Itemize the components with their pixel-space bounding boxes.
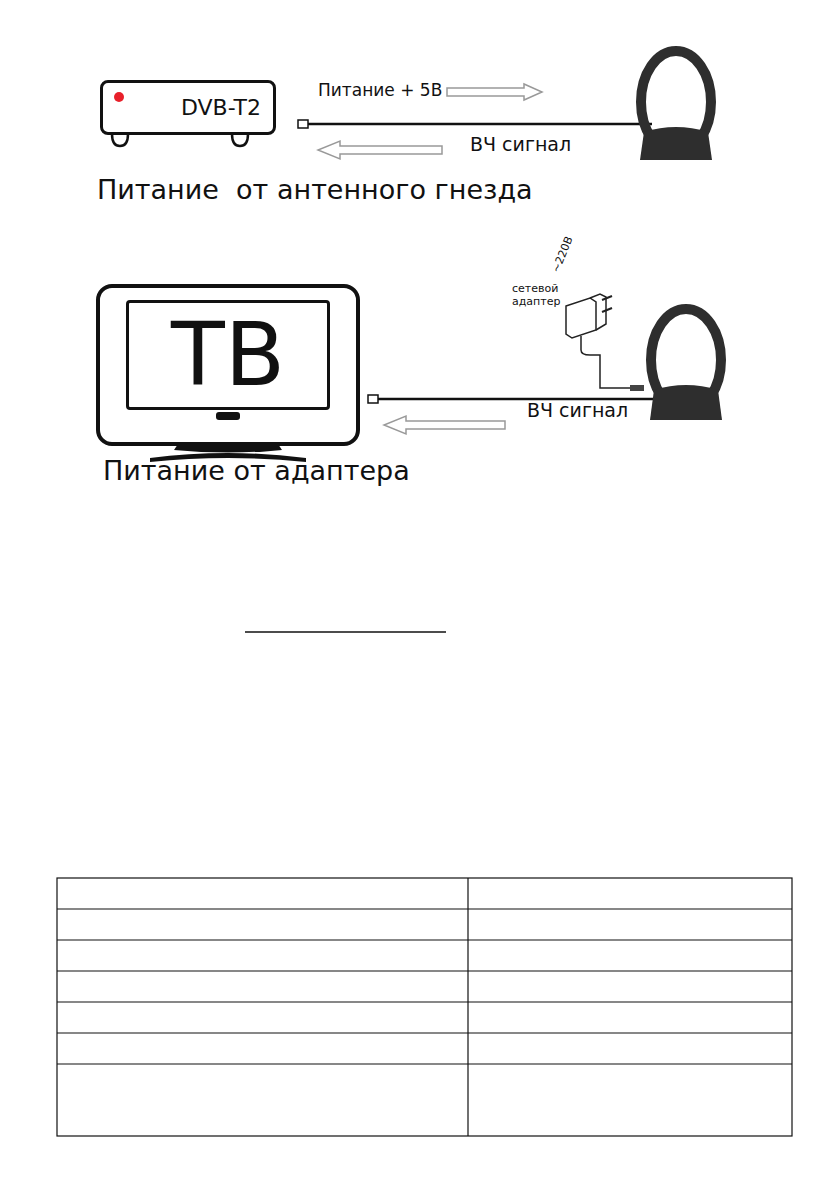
- voltage-label: ~220В: [550, 235, 576, 275]
- tv-frame: [98, 286, 358, 444]
- node-text: ТВ: [171, 311, 285, 399]
- caption: Питание от антенного гнезда: [97, 174, 533, 205]
- adapter-pin: [602, 296, 612, 300]
- adapter-label: сетевой адаптер: [512, 283, 566, 308]
- receiver-foot: [112, 134, 128, 146]
- antenna-base: [640, 127, 712, 160]
- tv-screen: ТВ: [126, 300, 330, 410]
- power-label: Питание + 5В: [318, 81, 442, 101]
- power-lamp: [114, 92, 124, 102]
- signal-label: ВЧ сигнал: [527, 400, 628, 422]
- power-arrow: [447, 84, 542, 100]
- power-adapter: [566, 298, 596, 338]
- plug: [368, 395, 378, 403]
- blank-line: [245, 631, 446, 633]
- receiver-box: DVB-T2: [100, 80, 276, 135]
- signal-arrow: [384, 416, 505, 434]
- tv-stand: [174, 444, 282, 453]
- adapter-pin: [602, 308, 612, 312]
- empty-table: [57, 878, 792, 1136]
- tv-button: [216, 412, 240, 420]
- adapter-cord: [581, 336, 630, 388]
- signal-arrow: [318, 141, 442, 159]
- node-text: DVB-T2: [181, 97, 261, 119]
- cable: [308, 123, 652, 126]
- caption: Питание от адаптера: [103, 455, 410, 486]
- receiver-foot: [232, 134, 248, 146]
- dc-plug: [630, 385, 644, 391]
- antenna-base: [650, 385, 722, 420]
- signal-label: ВЧ сигнал: [470, 134, 571, 156]
- plug: [298, 120, 308, 128]
